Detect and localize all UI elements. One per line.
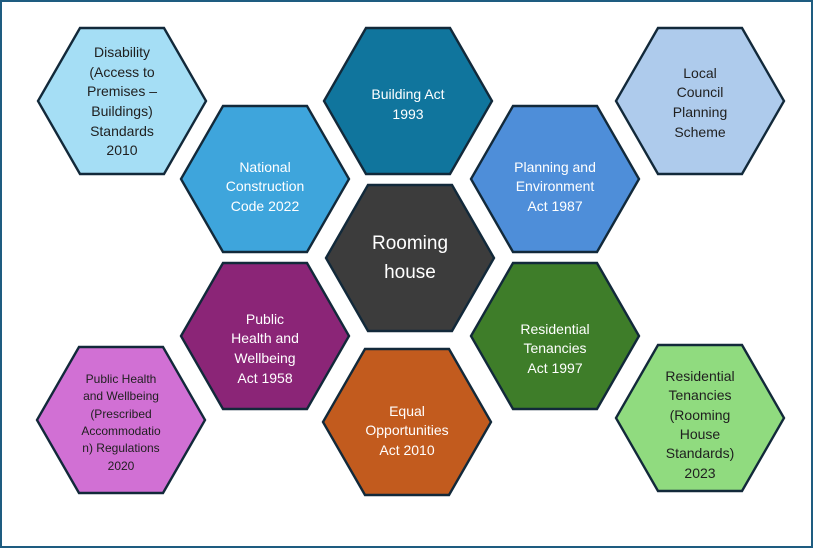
hexagon-equal-opportunities-act: Equal Opportunities Act 2010	[321, 347, 493, 497]
hexagon-shape	[36, 26, 208, 176]
hexagon-shape	[321, 347, 493, 497]
hexagon-shape	[322, 26, 494, 176]
hexagon-shape	[179, 261, 351, 411]
hexagon-shape	[469, 261, 641, 411]
hexagon-shape	[35, 345, 207, 495]
hexagon-shape	[469, 104, 641, 254]
hexagon-shape	[324, 183, 496, 333]
hexagon-shape	[179, 104, 351, 254]
hexagon-shape	[614, 343, 786, 493]
hexagon-residential-tenancies-rooming-house-standards: Residential Tenancies (Rooming House Sta…	[614, 343, 786, 493]
hexagon-phw-prescribed-accommodation-regulations: Public Health and Wellbeing (Prescribed …	[35, 345, 207, 495]
hexagon-shape	[614, 26, 786, 176]
